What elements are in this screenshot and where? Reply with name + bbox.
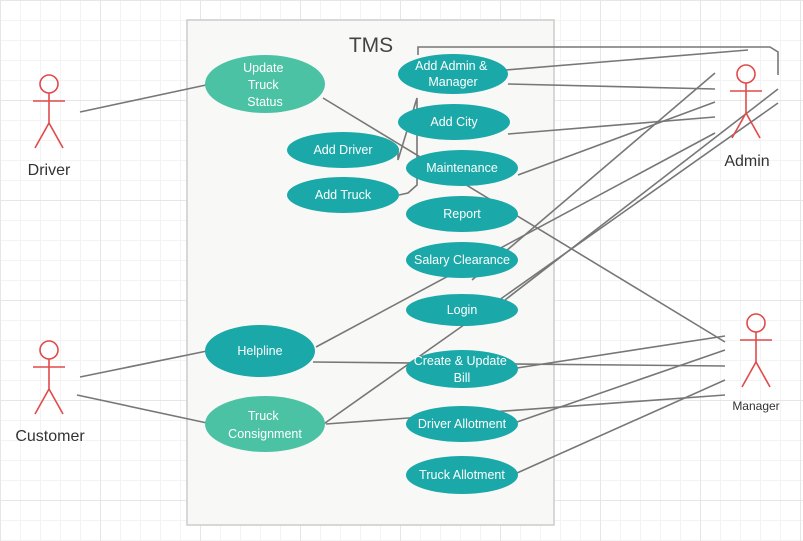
usecase-label: Truck Allotment — [419, 468, 505, 482]
usecase-label: Login — [447, 303, 478, 317]
svg-text:Helpline: Helpline — [237, 344, 282, 358]
line-admin-salary-clearance — [471, 72, 716, 281]
usecase-add-city[interactable]: Add City — [398, 104, 510, 140]
usecase-label: Helpline — [237, 344, 282, 358]
usecase-label: Salary Clearance — [414, 253, 510, 267]
actor-customer[interactable] — [33, 340, 65, 415]
svg-text:Add City: Add City — [430, 115, 478, 129]
use-cases: Update Truck Status Add Admin & Manager … — [205, 54, 518, 494]
usecase-truck-consignment[interactable]: Truck Consignment — [205, 396, 325, 452]
svg-text:Login: Login — [447, 303, 478, 317]
svg-text:Add Admin & Manager: Add Admin & Manager — [415, 59, 491, 89]
usecase-label: Consignment — [228, 427, 302, 441]
usecase-add-driver[interactable]: Add Driver — [287, 132, 399, 168]
line-admin-maintenance — [517, 101, 716, 176]
usecase-label: Bill — [454, 371, 471, 385]
actor-head-icon — [736, 64, 756, 84]
line-add-admin-top — [505, 49, 749, 71]
actor-driver[interactable] — [33, 74, 65, 149]
svg-text:Maintenance: Maintenance — [426, 161, 498, 175]
usecase-label: Add City — [430, 115, 478, 129]
usecase-label: Manager — [428, 75, 477, 89]
actor-manager-label: Manager — [732, 399, 779, 413]
usecase-report[interactable]: Report — [406, 196, 518, 232]
actor-admin-label: Admin — [724, 153, 769, 170]
usecase-login[interactable]: Login — [406, 294, 518, 326]
line-admin-bracket — [417, 46, 779, 75]
actor-customer-label: Customer — [15, 428, 85, 445]
svg-text:Truck Allotment: Truck Allotment — [419, 468, 505, 482]
line-manager-helpline-bill — [312, 361, 726, 367]
usecase-label: Add Admin & — [415, 59, 488, 73]
usecase-label: Truck — [248, 78, 280, 92]
line-update-truck-status-manager — [322, 97, 726, 343]
usecase-add-truck[interactable]: Add Truck — [287, 177, 399, 213]
line-admin-add-admin-manager — [507, 83, 716, 90]
line-customer-helpline — [79, 350, 208, 378]
actor-manager[interactable] — [740, 313, 772, 388]
usecase-label: Report — [443, 207, 481, 221]
usecase-add-admin-manager[interactable]: Add Admin & Manager — [398, 54, 508, 94]
svg-text:Create & Update Bill: Create & Update Bill — [414, 354, 511, 385]
usecase-helpline[interactable]: Helpline — [205, 325, 315, 377]
svg-text:Report: Report — [443, 207, 481, 221]
usecase-label: Add Driver — [313, 143, 372, 157]
line-driver-update-truck-status — [79, 84, 207, 113]
svg-text:Add Truck: Add Truck — [315, 188, 372, 202]
svg-text:Salary Clearance: Salary Clearance — [414, 253, 510, 267]
line-admin-helpline — [315, 132, 716, 348]
svg-text:Update Truck S: Update Truck Status — [243, 61, 287, 109]
usecase-truck-allotment[interactable]: Truck Allotment — [406, 456, 518, 494]
line-manager-driver-allotment-top — [325, 394, 726, 425]
actor-head-icon — [746, 313, 766, 333]
usecase-label: Driver Allotment — [418, 417, 507, 431]
usecase-label: Update — [243, 61, 283, 75]
line-manager-driver-allotment — [516, 349, 726, 423]
system-title: TMS — [349, 34, 393, 57]
svg-text:Add Driver: Add Driver — [313, 143, 372, 157]
line-add-driver-add-truck-bracket — [397, 97, 418, 196]
actor-head-icon — [39, 74, 59, 94]
usecase-update-truck-status[interactable]: Update Truck Status — [205, 55, 325, 113]
usecase-label: Add Truck — [315, 188, 372, 202]
line-admin-add-city — [507, 116, 716, 135]
line-manager-truck-allotment — [516, 379, 726, 474]
line-customer-truck-consignment — [76, 394, 208, 424]
actor-admin[interactable] — [730, 64, 762, 139]
line-admin-truck-consignment — [317, 102, 779, 429]
line-admin-login — [504, 88, 779, 301]
line-manager-create-update-bill — [516, 335, 726, 369]
usecase-driver-allotment[interactable]: Driver Allotment — [406, 406, 518, 442]
svg-text:Driver Allotment: Driver Allotment — [418, 417, 507, 431]
usecase-salary-clearance[interactable]: Salary Clearance — [406, 242, 518, 278]
actor-head-icon — [39, 340, 59, 360]
connections — [76, 46, 779, 474]
usecase-label: Truck — [248, 409, 280, 423]
usecase-create-update-bill[interactable]: Create & Update Bill — [406, 350, 518, 388]
usecase-label: Create & Update — [414, 354, 507, 368]
usecase-maintenance[interactable]: Maintenance — [406, 150, 518, 186]
svg-text:Truck Consignment: Truck Consignment — [228, 409, 302, 441]
usecase-label: Maintenance — [426, 161, 498, 175]
actor-driver-label: Driver — [28, 162, 71, 179]
usecase-label: Status — [247, 95, 282, 109]
